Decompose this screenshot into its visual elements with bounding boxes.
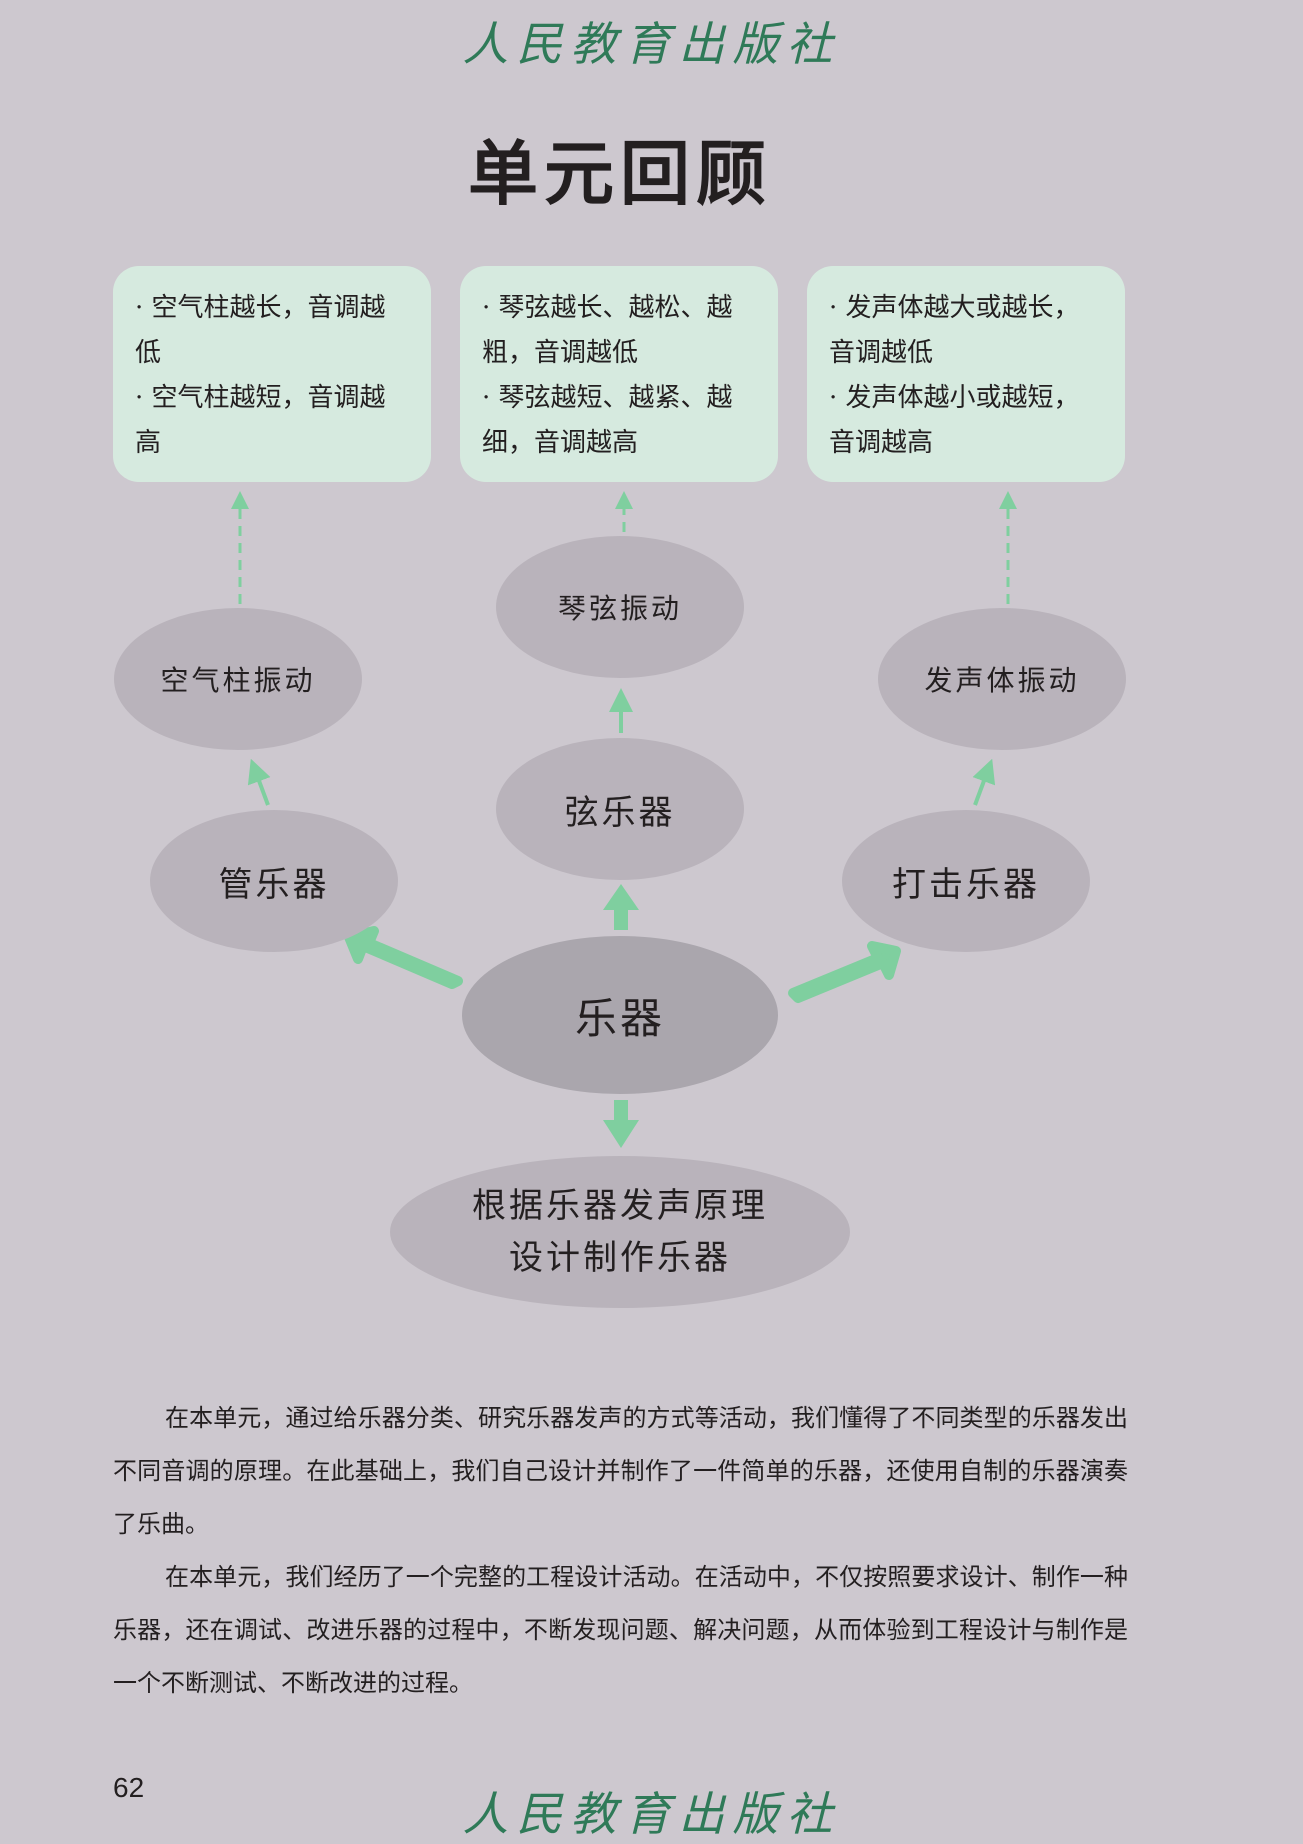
node-string-vibration: 琴弦振动 (496, 536, 744, 678)
box-right-line-1: · 发声体越大或越长，音调越低 (829, 293, 1080, 368)
arrow-wind-to-air (247, 758, 271, 806)
box-left-line-1: · 空气柱越长，音调越低 (135, 293, 386, 368)
node-design-instruments: 根据乐器发声原理 设计制作乐器 (390, 1156, 850, 1308)
publisher-logo-bottom: 人民教育出版社 (462, 1787, 841, 1841)
node-design-line-1: 根据乐器发声原理 (472, 1186, 768, 1226)
thick-arrow-down (603, 1100, 639, 1148)
node-body-vibration: 发声体振动 (878, 608, 1126, 750)
node-stringed-instruments: 弦乐器 (496, 738, 744, 880)
publisher-logo-top: 人民教育出版社 (462, 17, 841, 71)
box-air-column-rules: · 空气柱越长，音调越低 · 空气柱越短，音调越高 (113, 266, 431, 482)
summary-paragraph-2: 在本单元，我们经历了一个完整的工程设计活动。在活动中，不仅按照要求设计、制作一种… (113, 1563, 1128, 1697)
box-right-line-2: · 发声体越小或越短，音调越高 (829, 383, 1080, 458)
box-middle-line-2: · 琴弦越短、越紧、越细，音调越高 (482, 383, 733, 458)
node-percussion-instruments: 打击乐器 (842, 810, 1090, 952)
node-instruments: 乐器 (462, 936, 778, 1094)
thick-arrow-right (788, 941, 901, 1003)
arrow-percussion-to-body (972, 758, 996, 806)
node-design-line-2: 设计制作乐器 (509, 1238, 731, 1278)
node-air-column-vibration: 空气柱振动 (114, 608, 362, 750)
node-wind-instruments: 管乐器 (150, 810, 398, 952)
summary-paragraph-1: 在本单元，通过给乐器分类、研究乐器发声的方式等活动，我们懂得了不同类型的乐器发出… (113, 1404, 1128, 1538)
box-sound-body-rules: · 发声体越大或越长，音调越低 · 发声体越小或越短，音调越高 (807, 266, 1125, 482)
box-middle-line-1: · 琴弦越长、越松、越粗，音调越低 (482, 293, 733, 368)
box-left-line-2: · 空气柱越短，音调越高 (135, 383, 386, 458)
page-title: 单元回顾 (468, 132, 772, 215)
thick-arrow-left (344, 926, 463, 989)
thick-arrow-up (603, 884, 639, 930)
page-number: 62 (113, 1772, 145, 1803)
box-string-rules: · 琴弦越长、越松、越粗，音调越低 · 琴弦越短、越紧、越细，音调越高 (460, 266, 778, 482)
